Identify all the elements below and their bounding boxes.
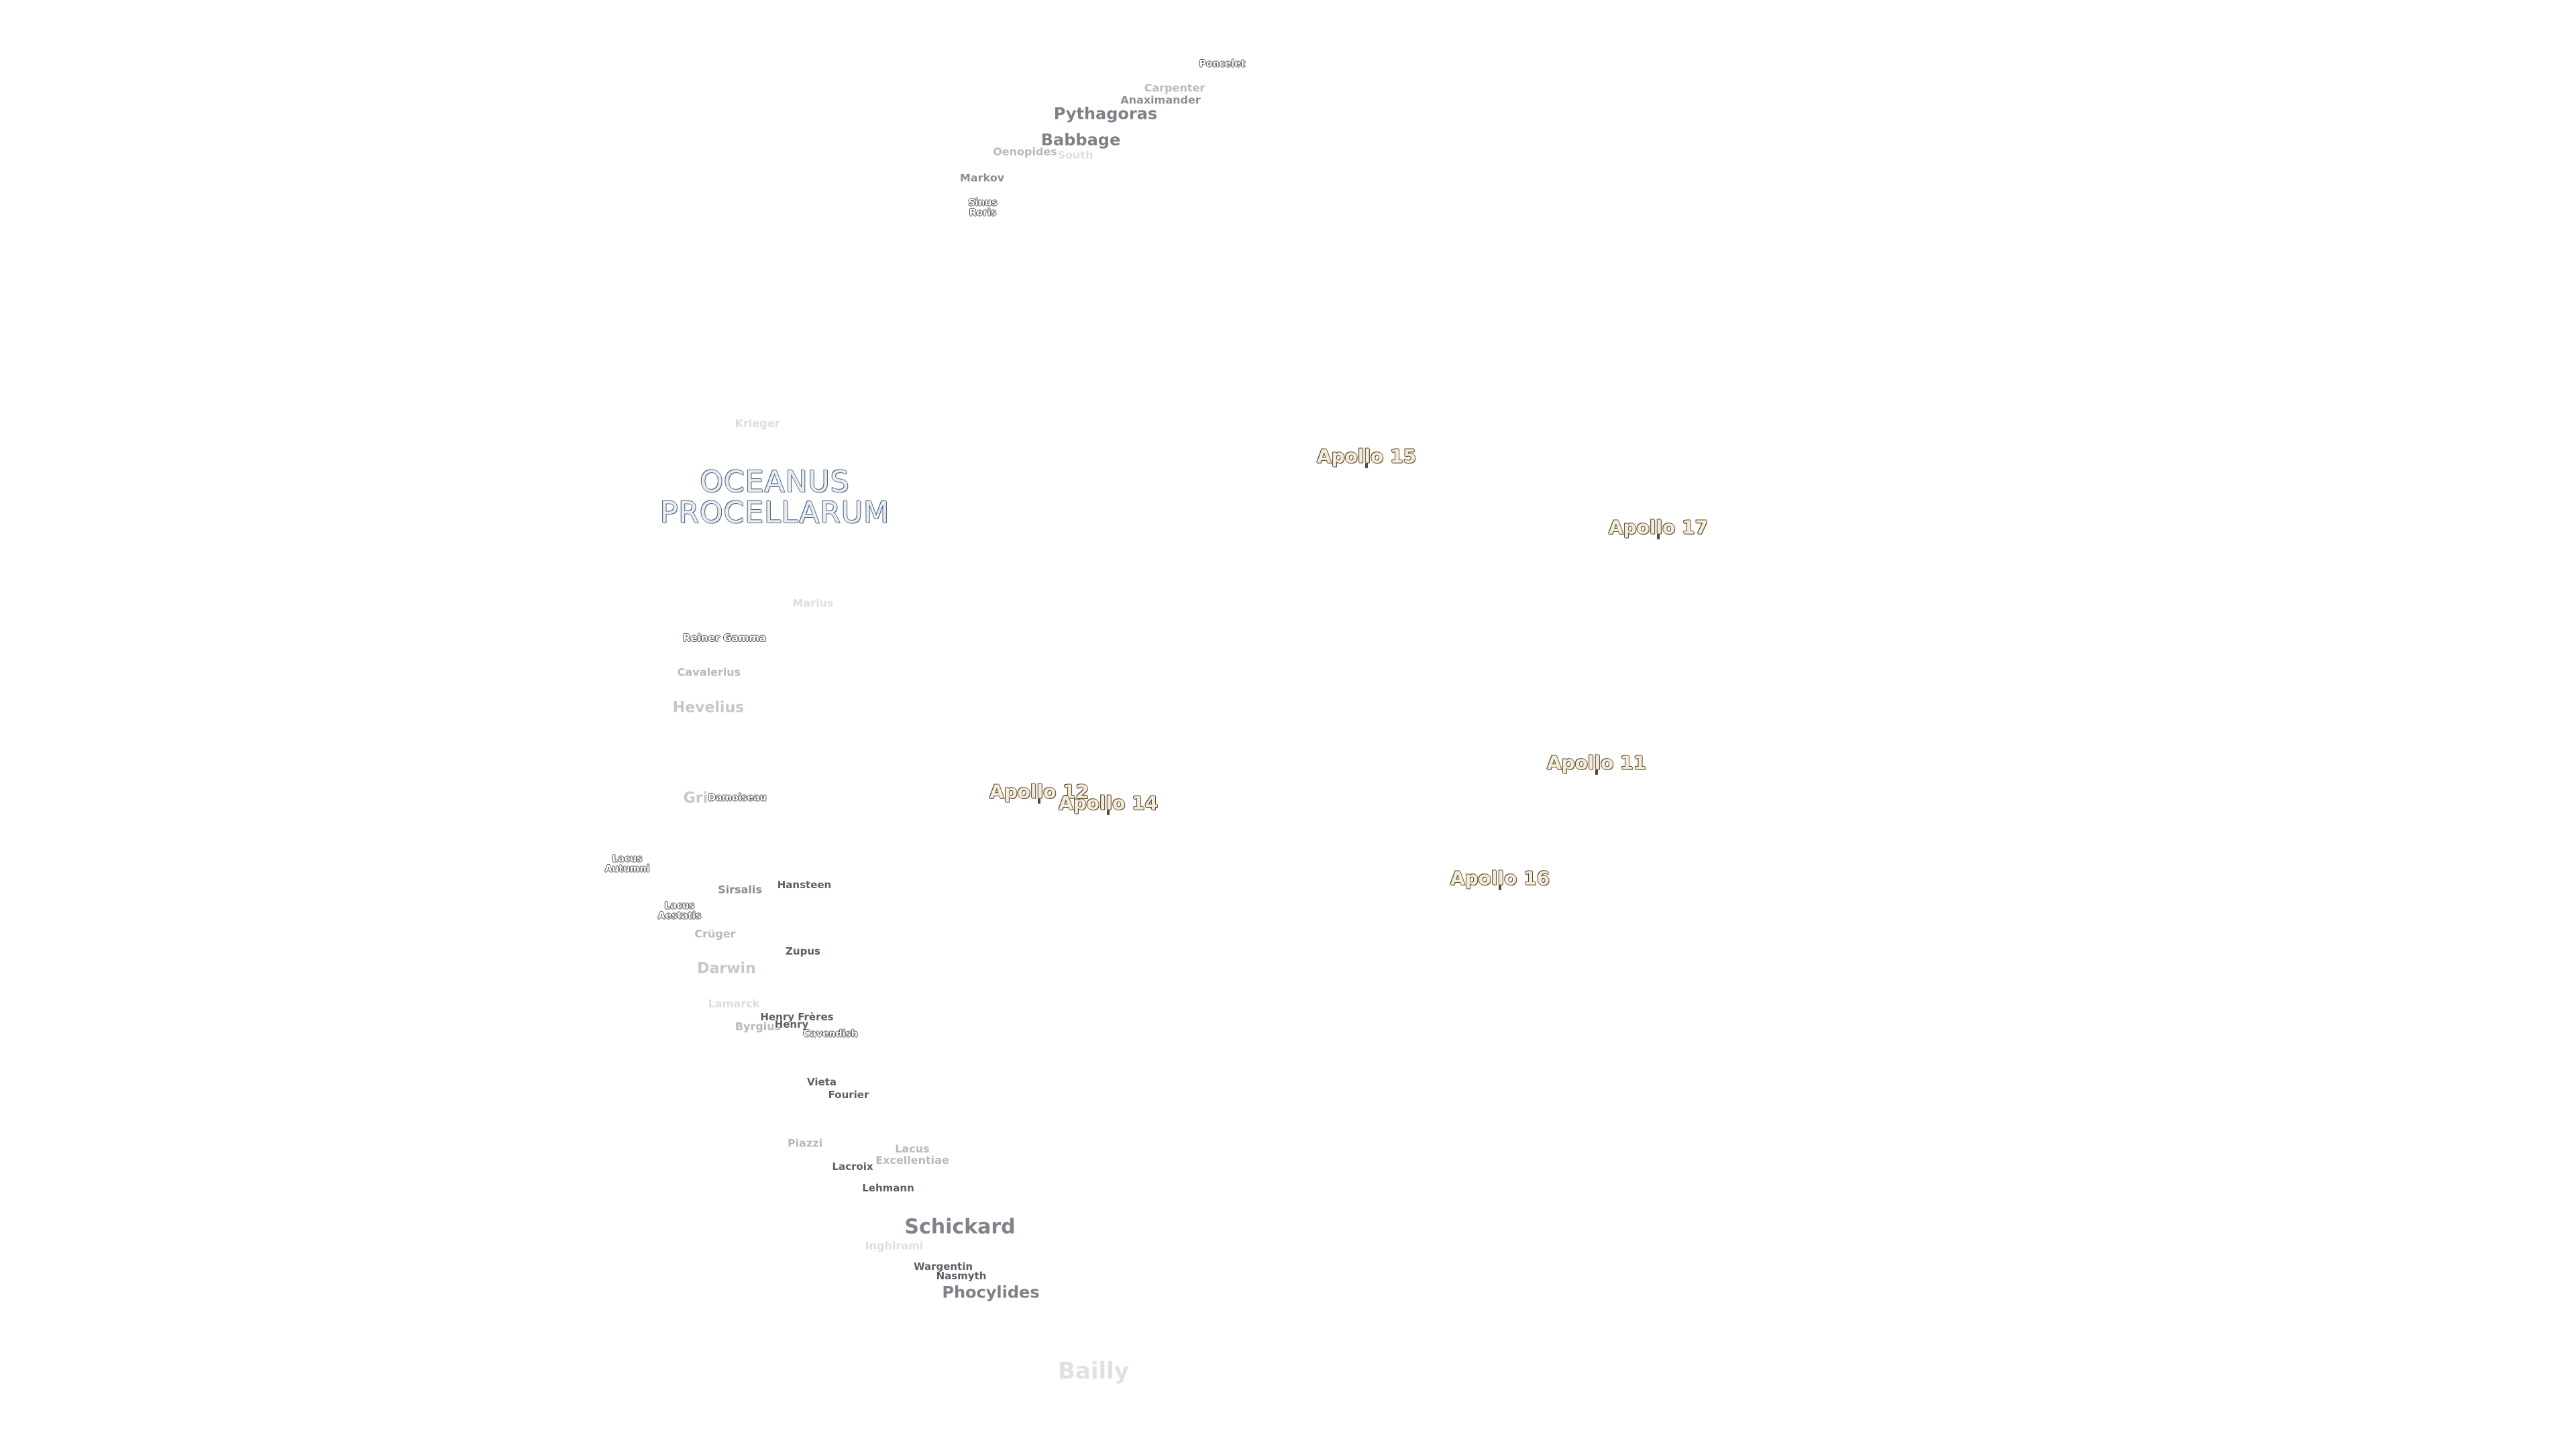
apollo-15-marker (1365, 463, 1368, 468)
apollo-14-marker (1107, 810, 1110, 815)
mare-label-line2: PROCELLARUM (659, 496, 890, 530)
sinus-roris-line1: Sinus (968, 197, 998, 209)
crater-damoiseau-label: Damoiseau (708, 792, 767, 804)
crater-anaximander-label: Anaximander (1120, 93, 1201, 107)
crater-vieta-label: Vieta (807, 1076, 837, 1089)
apollo-12-label[interactable]: Apollo 12 (989, 780, 1089, 803)
crater-poncelet-label: Poncelet (1199, 58, 1246, 70)
crater-marius-label: Marius (792, 596, 834, 610)
crater-wargentin-label: Wargentin (913, 1260, 973, 1273)
lacus-autumni-line1: Lacus (612, 853, 643, 865)
crater-cruger-label: Crüger (694, 927, 736, 941)
crater-bailly-label: Bailly (1058, 1358, 1129, 1385)
apollo-14-label[interactable]: Apollo 14 (1058, 792, 1159, 814)
lacus-aestatis-line2: Aestatis (657, 910, 702, 921)
apollo-12-marker (1038, 798, 1040, 804)
apollo-17-marker (1657, 534, 1660, 539)
reiner-gamma-label: Reiner Gamma (682, 632, 767, 645)
mare-label-line1: OCEANUS (700, 464, 850, 499)
crater-hansteen-label: Hansteen (777, 879, 832, 892)
crater-lacroix-label: Lacroix (832, 1161, 873, 1173)
lacus-aestatis-line1: Lacus (664, 900, 695, 912)
lacus-excellentiae-line2: Excellentiae (875, 1154, 949, 1167)
crater-nasmyth-label: Nasmyth (936, 1270, 987, 1283)
crater-carpenter-label: Carpenter (1144, 81, 1205, 95)
apollo-16-label[interactable]: Apollo 16 (1450, 867, 1550, 890)
crater-cavendish-label: Cavendish (803, 1028, 858, 1040)
apollo-15-label[interactable]: Apollo 15 (1316, 445, 1417, 468)
crater-henry-label: Henry (774, 1018, 809, 1031)
crater-darwin-label: Darwin (697, 960, 756, 977)
oceanus-procellarum-label: OCEANUS PROCELLARUM (659, 464, 890, 530)
sinus-roris-line2: Roris (969, 207, 997, 218)
crater-phocylides-label: Phocylides (942, 1283, 1040, 1302)
crater-henry-freres-label: Henry Frères (760, 1011, 834, 1024)
apollo-11-marker (1595, 769, 1598, 775)
crater-south-label: South (1057, 148, 1093, 162)
crater-fourier-label: Fourier (828, 1089, 869, 1102)
apollo-17-label[interactable]: Apollo 17 (1608, 516, 1709, 539)
sinus-roris-label: Sinus Roris (968, 198, 997, 217)
crater-hevelius-label: Hevelius (672, 699, 745, 716)
crater-krieger-label: Krieger (735, 417, 780, 430)
crater-sirsalis-label: Sirsalis (718, 883, 762, 896)
crater-oenopides-label: Oenopides (993, 145, 1057, 158)
lacus-aestatis-label: Lacus Aestatis (658, 901, 702, 920)
crater-schickard-label: Schickard (904, 1215, 1016, 1239)
crater-babbage-label: Babbage (1040, 130, 1121, 150)
crater-inghirami-label: Inghirami (865, 1239, 924, 1252)
apollo-11-label[interactable]: Apollo 11 (1546, 751, 1647, 774)
crater-pythagoras-label: Pythagoras (1053, 104, 1158, 123)
crater-cavalerius-label: Cavalerius (677, 665, 741, 679)
crater-byrgius-label: Byrgius (735, 1020, 782, 1033)
crater-markov-label: Markov (959, 171, 1005, 184)
lacus-autumni-label: Lacus Autumni (605, 854, 650, 873)
crater-zupus-label: Zupus (786, 945, 820, 958)
lacus-autumni-line2: Autumni (604, 863, 650, 874)
crater-piazzi-label: Piazzi (787, 1136, 823, 1150)
apollo-16-marker (1499, 885, 1501, 890)
crater-grimaldi-label: Gri (683, 790, 708, 807)
lacus-excellentiae-line1: Lacus (895, 1142, 930, 1156)
crater-lehmann-label: Lehmann (862, 1182, 914, 1195)
lacus-excellentiae-label: Lacus Excellentiae (875, 1142, 949, 1167)
crater-lamarck-label: Lamarck (708, 997, 760, 1010)
